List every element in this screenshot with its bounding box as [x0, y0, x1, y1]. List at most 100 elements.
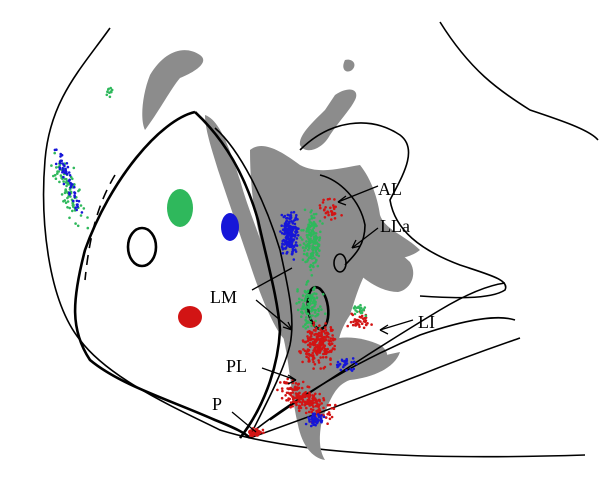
blue-cell-dot — [62, 182, 66, 186]
red-cell-dot — [317, 359, 320, 362]
blue-cell-dot — [65, 162, 69, 165]
green-cell-dot — [297, 301, 301, 304]
green-cell-dot — [312, 308, 316, 312]
red-cell-dot — [289, 394, 293, 397]
green-cell-dot — [62, 200, 65, 203]
green-cell-dot — [306, 302, 310, 306]
ellipse-lla — [333, 253, 347, 273]
red-cell-dot — [300, 386, 304, 390]
blue-cell-dot — [69, 186, 72, 189]
green-cell-dot — [307, 306, 311, 309]
red-cell-dot — [319, 367, 323, 370]
green-cell-dot — [305, 280, 309, 284]
green-cell-dot — [359, 306, 363, 310]
green-cell-dot — [353, 312, 357, 316]
lla-arrowhead — [351, 239, 361, 249]
red-cell-dot — [281, 389, 284, 393]
red-cell-dot — [329, 357, 332, 360]
red-cell-dot — [323, 216, 327, 219]
green-cell-dot — [312, 288, 316, 292]
red-cell-dot — [324, 352, 328, 356]
green-cell-dot — [309, 263, 313, 267]
red-cell-dot — [301, 339, 305, 342]
green-cell-dot — [76, 224, 80, 228]
green-cell-dot — [109, 86, 112, 90]
label-p: P — [212, 394, 222, 414]
labeled-cell-dots — [50, 86, 373, 438]
green-cell-dot — [54, 177, 58, 180]
green-cell-dot — [56, 170, 59, 173]
green-cell-dot — [309, 317, 312, 320]
blue-cell-dot — [287, 244, 290, 247]
green-cell-dot — [78, 188, 81, 191]
green-cell-dot — [311, 252, 314, 256]
red-cell-dot — [294, 401, 298, 404]
blue-cell-dot — [61, 166, 64, 170]
red-cell-dot — [312, 394, 316, 398]
red-cell-dot — [311, 351, 315, 355]
blue-cell-dot — [61, 162, 64, 165]
green-cell-dot — [298, 243, 302, 247]
red-cell-dot — [330, 407, 334, 410]
blue-cell-dot — [289, 241, 293, 245]
green-cell-dot — [65, 184, 68, 188]
green-cell-dot — [314, 239, 317, 242]
red-cell-dot — [305, 355, 308, 359]
blue-cell-dot — [294, 231, 298, 235]
red-cell-dot — [322, 406, 325, 410]
green-cell-dot — [108, 91, 111, 94]
red-cell-dot — [317, 361, 321, 364]
cortex-outer-outline — [42, 27, 586, 458]
green-cell-dot — [86, 226, 90, 230]
red-cell-dot — [308, 399, 312, 403]
green-cell-dot — [320, 308, 323, 311]
red-cell-dot — [256, 432, 260, 435]
blue-cell-dot — [313, 415, 317, 418]
blue-cell-dot — [296, 218, 299, 221]
green-cell-dot — [300, 310, 303, 314]
green-cell-dot — [311, 264, 315, 268]
green-cell-dot — [309, 299, 313, 302]
red-cell-dot — [287, 391, 290, 395]
blue-cell-dot — [287, 221, 291, 225]
blue-cell-dot — [293, 222, 297, 226]
p-lower-outline — [249, 337, 521, 439]
red-cell-dot — [289, 405, 292, 409]
li-pointer — [379, 319, 414, 331]
red-cell-dot — [328, 403, 332, 407]
red-cell-dot — [362, 326, 366, 330]
blue-cell-dot — [286, 234, 290, 237]
red-cell-dot — [362, 320, 366, 323]
red-cell-dot — [319, 206, 322, 210]
green-cell-dot — [304, 323, 307, 326]
blue-cell-dot — [294, 216, 298, 219]
green-cell-dot — [301, 238, 304, 241]
red-cell-dot — [324, 355, 328, 359]
green-cell-dot — [296, 288, 299, 291]
green-cell-dot — [304, 244, 308, 247]
red-cell-dot — [314, 392, 317, 396]
green-cell-dot — [297, 297, 301, 301]
blue-cell-dot — [76, 205, 79, 208]
green-cell-dot — [300, 298, 304, 302]
lm-arrowhead — [282, 321, 293, 331]
blue-cell-dot — [339, 368, 343, 372]
red-cell-dot — [249, 434, 252, 437]
al-pointer — [337, 185, 379, 203]
blue-cell-dot — [64, 169, 67, 172]
blue-cell-dot — [69, 181, 72, 185]
blue-cell-dot — [290, 252, 294, 256]
red-cell-dot — [315, 335, 319, 339]
label-lla: LLa — [380, 216, 410, 236]
blue-cell-dot — [80, 211, 84, 214]
green-cell-dot — [309, 237, 312, 240]
red-cell-dot — [326, 331, 330, 335]
red-cell-dot — [326, 211, 330, 214]
red-cell-dot — [327, 339, 330, 342]
red-cell-dot — [303, 403, 307, 407]
red-cell-dot — [319, 341, 323, 345]
pl-arrowhead — [287, 374, 297, 385]
green-cell-dot — [300, 307, 303, 311]
red-cell-dot — [326, 403, 330, 407]
